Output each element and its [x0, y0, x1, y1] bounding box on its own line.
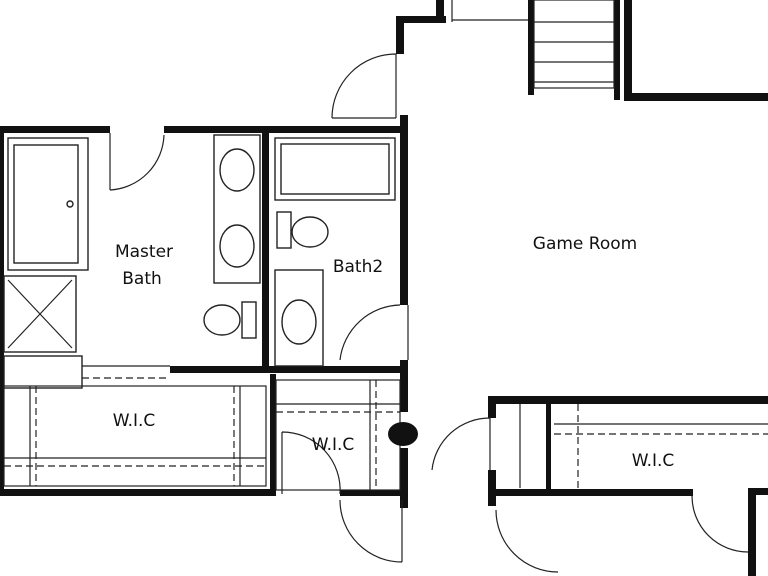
game-room-label: Game Room — [533, 234, 637, 254]
bath2-toilet — [291, 216, 329, 248]
door-swings — [109, 53, 749, 573]
bath2-label: Bath2 — [333, 257, 383, 277]
wic-center-label: W.I.C — [312, 435, 355, 455]
sink — [219, 224, 255, 268]
wic-left-label: W.I.C — [113, 411, 156, 431]
master-bath-fixtures — [3, 134, 261, 389]
toilet — [203, 304, 241, 336]
sink — [281, 299, 317, 345]
master-bath-label-line2: Bath — [122, 269, 162, 289]
master-bath-label-line1: Master — [115, 242, 173, 262]
water-heater — [388, 422, 418, 446]
closet-shelving — [3, 365, 768, 491]
sink — [219, 148, 255, 192]
staircase — [451, 0, 615, 89]
bench — [3, 355, 83, 389]
bath2-fixtures — [274, 137, 396, 367]
wic-right-label: W.I.C — [632, 451, 675, 471]
